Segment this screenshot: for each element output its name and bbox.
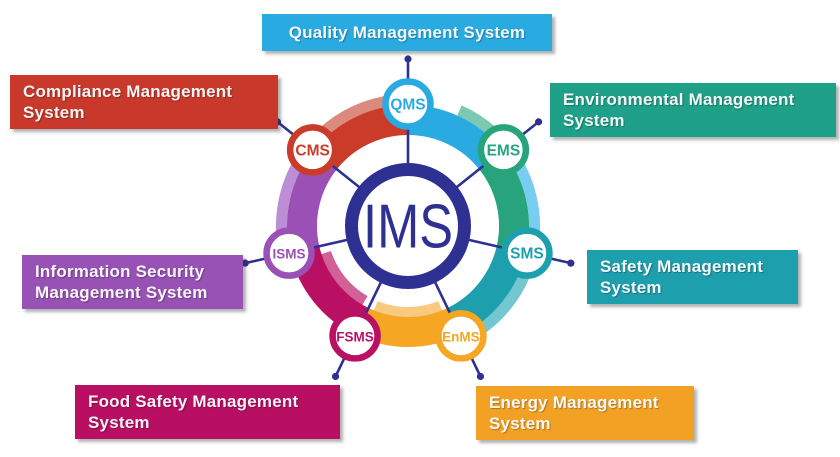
hub-label: IMS bbox=[363, 193, 453, 262]
label-compliance-management-system: Compliance Management System bbox=[10, 75, 278, 129]
node-label-fsms: FSMS bbox=[336, 329, 374, 344]
node-label-isms: ISMS bbox=[273, 247, 306, 262]
node-label-enms: EnMS bbox=[442, 329, 480, 344]
node-label-qms: QMS bbox=[390, 97, 425, 114]
label-line: Management System bbox=[35, 283, 208, 302]
connector-dot-enms bbox=[476, 372, 485, 381]
node-circle-cms bbox=[286, 124, 339, 176]
label-line: Energy Management bbox=[489, 393, 659, 412]
label-line: Environmental Management bbox=[563, 90, 795, 109]
ring-light-arc-enms bbox=[373, 301, 443, 318]
node-label-cms: CMS bbox=[295, 142, 329, 159]
label-line: System bbox=[88, 413, 150, 432]
label-line: System bbox=[563, 111, 625, 130]
node-circle-enms bbox=[435, 310, 487, 362]
label-line: System bbox=[489, 414, 551, 433]
connector-dot-sms bbox=[567, 259, 575, 267]
connector-dot-fsms bbox=[331, 372, 340, 381]
label-line: System bbox=[23, 103, 85, 122]
ring-light-arc-fsms bbox=[320, 250, 368, 306]
node-circle-sms bbox=[501, 227, 553, 279]
node-label-sms: SMS bbox=[510, 246, 544, 263]
label-line: Food Safety Management bbox=[88, 392, 299, 411]
connector-dot-ems bbox=[534, 118, 543, 126]
label-line: Information Security bbox=[35, 262, 205, 281]
node-circle-qms bbox=[382, 78, 434, 130]
label-environmental-management-system: Environmental Management System bbox=[550, 83, 836, 137]
label-line: System bbox=[600, 278, 662, 297]
label-food-safety-management-system: Food Safety Management System bbox=[75, 385, 340, 439]
node-label-ems: EMS bbox=[487, 142, 521, 159]
label-line: Safety Management bbox=[600, 257, 764, 276]
node-circle-fsms bbox=[329, 310, 381, 362]
label-quality-management-system: Quality Management System bbox=[262, 14, 552, 51]
label-line: Compliance Management bbox=[23, 82, 233, 101]
node-circle-isms bbox=[263, 227, 315, 279]
label-safety-management-system: Safety Management System bbox=[587, 250, 798, 304]
node-circle-ems bbox=[477, 124, 530, 176]
label-energy-management-system: Energy Management System bbox=[476, 386, 694, 440]
connector-dot-qms bbox=[404, 55, 412, 63]
label-information-security-management-system: Information Security Management System bbox=[22, 255, 243, 309]
hub-circle bbox=[345, 163, 471, 289]
connector-dot-isms bbox=[241, 259, 249, 267]
label-line: Quality Management System bbox=[288, 23, 526, 42]
